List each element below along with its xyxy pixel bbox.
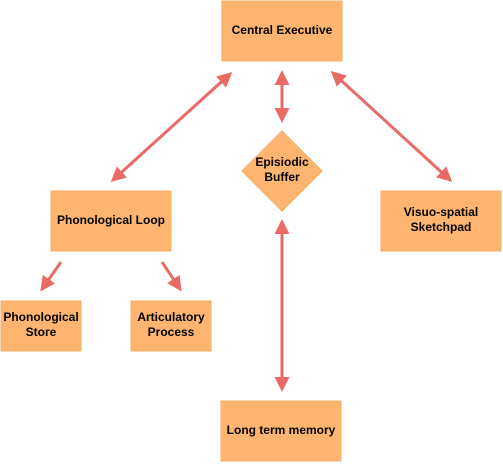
- node-phonological-loop-box: [50, 190, 172, 252]
- node-episodic-buffer-label-line1: Episiodic: [255, 155, 309, 169]
- node-central-executive[interactable]: Central Executive: [221, 0, 343, 62]
- edge-phonological-loop-to-articulatory-process: [160, 261, 182, 292]
- edge-phonological-loop-to-phonological-store: [40, 261, 63, 292]
- node-phonological-store-box: [0, 300, 82, 352]
- edge-central-executive-to-visuo-spatial: [330, 70, 453, 183]
- node-long-term-memory-label: Long term memory: [227, 423, 336, 437]
- node-visuo-spatial-sketchpad-label-line1: Visuo-spatial: [404, 205, 478, 219]
- node-articulatory-process[interactable]: Articulatory Process: [130, 300, 212, 352]
- node-visuo-spatial-sketchpad-label-line2: Sketchpad: [411, 220, 472, 234]
- node-phonological-store-label-line1: Phonological: [3, 310, 78, 324]
- node-phonological-store-label-line2: Store: [26, 325, 57, 339]
- node-long-term-memory-box: [220, 400, 342, 462]
- edges: [40, 70, 453, 392]
- node-articulatory-process-box: [130, 300, 212, 352]
- node-phonological-loop-label: Phonological Loop: [57, 213, 165, 227]
- node-visuo-spatial-sketchpad[interactable]: Visuo-spatial Sketchpad: [380, 190, 502, 252]
- node-central-executive-label: Central Executive: [232, 23, 333, 37]
- node-visuo-spatial-sketchpad-box: [380, 190, 502, 252]
- node-episodic-buffer-diamond: [241, 130, 323, 212]
- edge-central-executive-to-phonological-loop: [110, 71, 233, 183]
- node-long-term-memory[interactable]: Long term memory: [220, 400, 342, 462]
- node-articulatory-process-label-line2: Process: [148, 325, 195, 339]
- node-episodic-buffer[interactable]: Episiodic Buffer: [241, 130, 323, 212]
- node-articulatory-process-label-line1: Articulatory: [137, 310, 205, 324]
- node-episodic-buffer-label-line2: Buffer: [264, 170, 300, 184]
- node-phonological-loop[interactable]: Phonological Loop: [50, 190, 172, 252]
- node-central-executive-box: [221, 0, 343, 62]
- node-phonological-store[interactable]: Phonological Store: [0, 300, 82, 352]
